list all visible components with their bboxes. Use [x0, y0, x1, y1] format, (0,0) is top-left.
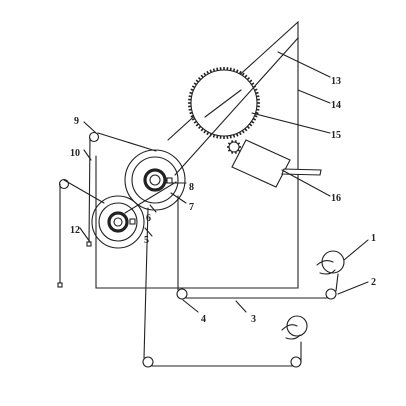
label-10: 10 — [70, 148, 80, 159]
spool-pin — [86, 241, 92, 247]
guide-roller-floor-left — [142, 356, 154, 368]
callout-labels: 1 2 3 4 5 6 7 8 9 10 12 13 14 15 16 — [70, 76, 376, 325]
label-13: 13 — [331, 76, 341, 87]
label-1: 1 — [371, 233, 376, 244]
label-12: 12 — [70, 225, 80, 236]
lower-spool-clip — [129, 218, 136, 225]
pinion-gear — [227, 140, 241, 154]
web-path — [59, 37, 339, 367]
unwind-roll-1 — [316, 250, 345, 275]
weight-hanger — [57, 282, 63, 288]
guide-roller-upper — [88, 131, 100, 143]
label-6: 6 — [146, 213, 151, 224]
label-9: 9 — [74, 116, 79, 127]
label-7: 7 — [189, 202, 194, 213]
guide-roller-floor-right — [290, 356, 302, 368]
label-3: 3 — [251, 314, 256, 325]
leader-lines — [79, 51, 369, 313]
guide-roller-left — [58, 178, 70, 190]
label-8: 8 — [189, 182, 194, 193]
gear-hub-line — [204, 89, 242, 118]
label-16: 16 — [331, 193, 341, 204]
unwind-roll-2 — [281, 315, 308, 340]
guide-roller-right — [325, 288, 337, 300]
drive-box — [231, 139, 322, 188]
label-5: 5 — [144, 235, 149, 246]
spool-clip — [166, 177, 173, 184]
label-2: 2 — [371, 277, 376, 288]
label-4: 4 — [201, 314, 206, 325]
label-15: 15 — [331, 130, 341, 141]
main-frame — [95, 20, 299, 289]
label-14: 14 — [331, 100, 341, 111]
lower-spool — [91, 195, 145, 249]
guide-roller-bottom-left — [176, 288, 188, 300]
